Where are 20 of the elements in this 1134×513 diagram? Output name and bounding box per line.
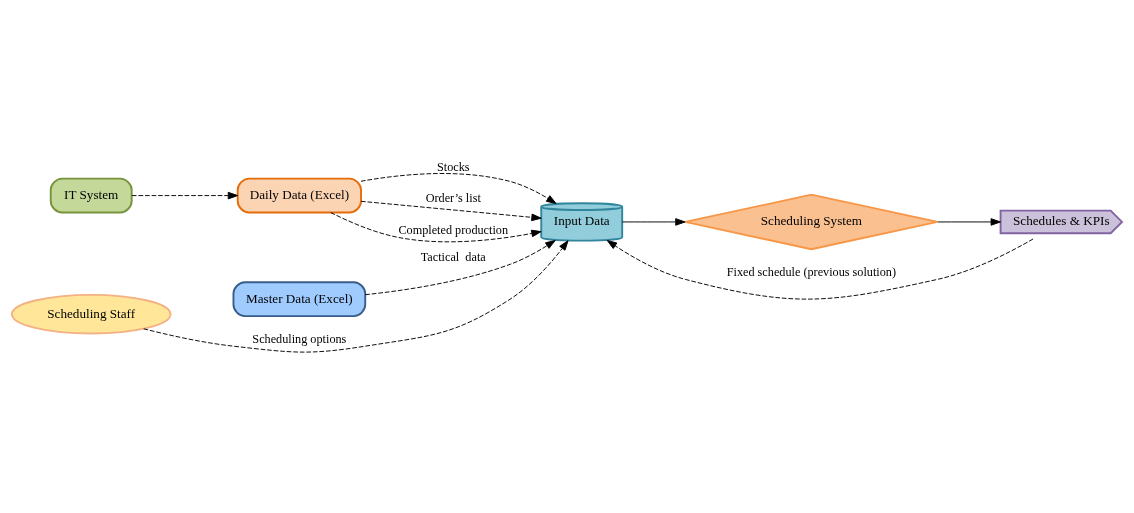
edge-label: Stocks (436, 159, 470, 174)
edge-label: Scheduling options (252, 331, 347, 346)
node-box: Master Data (Excel) (232, 281, 367, 317)
node-ellipse: Scheduling Staff (10, 293, 172, 335)
arrow (621, 218, 686, 226)
node-box: IT System (49, 177, 133, 214)
edge-label: Fixed schedule (previous solution) (726, 264, 897, 279)
arrow (360, 200, 542, 222)
node-box: Daily Data (Excel) (236, 177, 362, 214)
arrow (330, 212, 542, 243)
edge-label: Order’s list (425, 190, 481, 205)
edge-label: Completed production (398, 222, 509, 237)
arrow (606, 238, 1034, 300)
edge-label: Tactical data (420, 249, 486, 264)
arrow (364, 240, 556, 296)
arrow (360, 173, 557, 204)
arrow (937, 218, 1001, 226)
arrow (131, 191, 239, 200)
node-diamond: Scheduling System (684, 193, 939, 251)
arrow (143, 240, 569, 353)
